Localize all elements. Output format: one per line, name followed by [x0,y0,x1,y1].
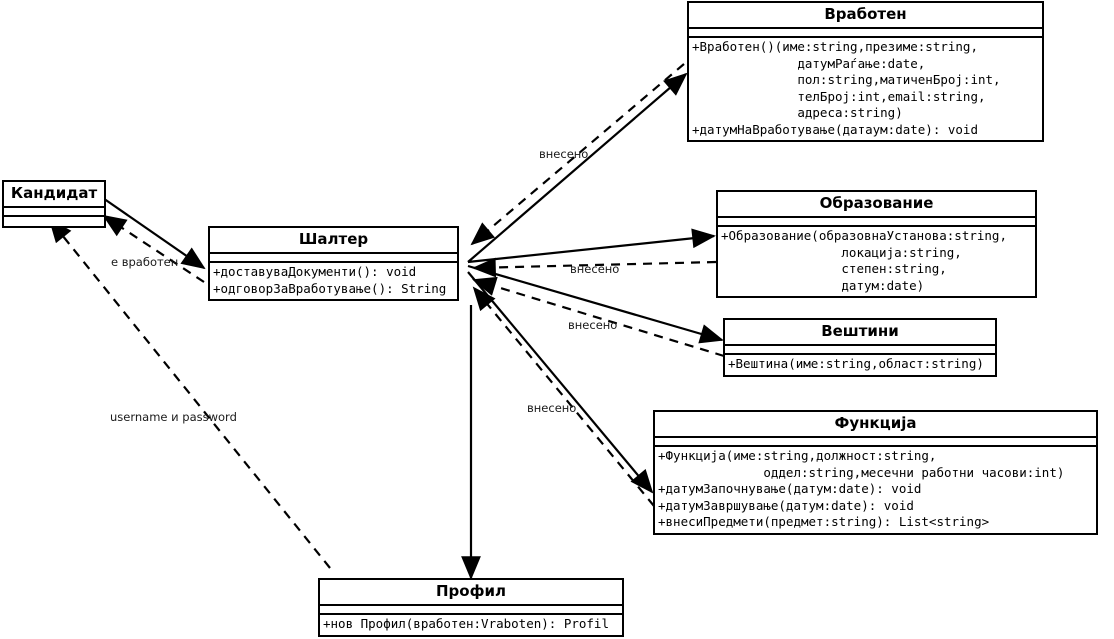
class-obrazovanie-operations: +Образование(образовнаУстанова:string, л… [721,228,1007,293]
edge-label-vneseno-obrazovanie: внесено [570,262,620,276]
class-funkcija-attributes [655,438,1096,448]
class-funkcija-title: Функција [655,412,1096,439]
class-salter-title: Шалтер [210,228,457,255]
class-kandidat-attributes [4,208,104,218]
class-profil-attributes [320,606,622,616]
class-kandidat[interactable]: Кандидат [2,180,106,229]
edge-salter-to-funkcija [467,271,655,507]
edge-salter-to-kandidat [102,214,205,283]
class-obrazovanie-attributes [718,218,1035,228]
class-vraboten[interactable]: Вработен +Вработен()(име:string,презиме:… [687,1,1044,143]
class-salter-attributes [210,254,457,264]
class-obrazovanie[interactable]: Образование +Образование(образовнаУстано… [716,190,1037,299]
class-salter-operations: +доставуваДокументи(): void +одговорЗаВр… [213,264,447,296]
edge-label-vneseno-vraboten: внесено [539,147,589,161]
edge-label-e-vraboten: е вработен [111,255,179,269]
class-kandidat-operations [4,217,104,226]
edge-label-username-password: username и password [110,410,237,424]
class-salter[interactable]: Шалтер +доставуваДокументи(): void +одго… [208,226,459,302]
class-profil[interactable]: Профил +нов Профил(вработен:Vraboten): P… [318,578,624,637]
edge-label-vneseno-funkcija: внесено [527,401,577,415]
class-vraboten-operations: +Вработен()(име:string,презиме:string, д… [692,39,1001,137]
class-funkcija[interactable]: Функција +Функција(име:string,должност:s… [653,410,1098,535]
edge-label-vneseno-vestini: внесено [568,318,618,332]
class-vraboten-title: Вработен [689,3,1042,30]
class-vestini-title: Вештини [725,320,995,347]
edge-salter-to-vraboten [467,63,688,263]
class-vraboten-attributes [689,29,1042,39]
class-obrazovanie-title: Образование [718,192,1035,219]
class-funkcija-operations: +Функција(име:string,должност:string, од… [658,448,1065,530]
class-vestini[interactable]: Вештини +Вештина(име:string,област:strin… [723,318,997,377]
class-vestini-operations: +Вештина(име:string,област:string) [728,356,984,372]
class-profil-operations: +нов Профил(вработен:Vraboten): Profil [323,616,609,632]
class-profil-title: Профил [320,580,622,607]
edge-salter-to-vestini [467,264,725,358]
class-kandidat-title: Кандидат [4,182,104,209]
class-vestini-attributes [725,346,995,356]
